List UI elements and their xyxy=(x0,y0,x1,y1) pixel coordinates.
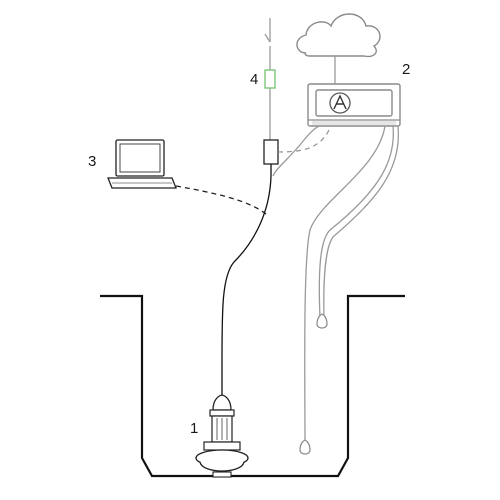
grey-cable-a xyxy=(272,125,321,177)
callout-laptop: 3 xyxy=(88,153,96,170)
laptop-icon xyxy=(107,139,177,189)
float-switch-icon xyxy=(299,439,311,455)
float-switch-icon xyxy=(316,313,328,329)
float-cable-upper-b xyxy=(323,125,400,319)
laptop-link xyxy=(175,185,267,215)
callout-controller: 2 xyxy=(402,61,410,78)
float-cable-lower xyxy=(304,125,386,443)
junction-box xyxy=(263,139,279,165)
float-cable-upper xyxy=(318,125,394,319)
pump-cable xyxy=(221,164,272,395)
pit-outline xyxy=(100,294,405,478)
controller xyxy=(307,83,401,127)
power-line xyxy=(264,18,271,140)
cloud-icon xyxy=(296,13,381,58)
switch-icon xyxy=(264,69,276,89)
submersible-pump-icon xyxy=(195,394,249,478)
callout-pump: 1 xyxy=(190,420,198,437)
controller-logo-icon xyxy=(329,92,351,114)
junction-to-controller-link xyxy=(277,127,331,153)
callout-switch: 4 xyxy=(250,71,258,88)
